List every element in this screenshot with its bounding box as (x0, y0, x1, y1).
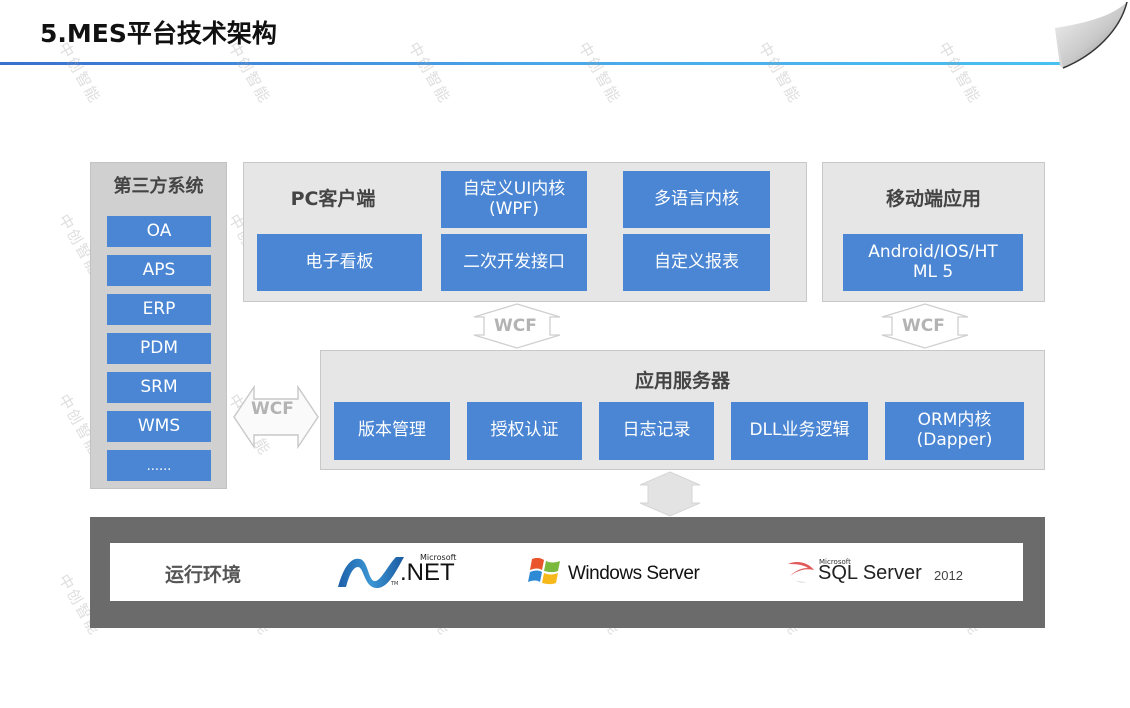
module-line: 自定义报表 (654, 251, 739, 272)
server-module-logging: 日志记录 (599, 402, 714, 460)
dotnet-wave-icon (338, 557, 404, 589)
module-line: 二次开发接口 (463, 251, 565, 272)
pc-client-title: PC客户端 (290, 188, 376, 210)
module-line: (WPF) (488, 198, 540, 219)
windows-server-logo: Windows Server (528, 556, 728, 590)
module-line: 多语言内核 (654, 188, 739, 209)
module-line: 授权认证 (490, 420, 559, 441)
module-line: ORM内核 (917, 410, 992, 431)
sql-server-logo: Microsoft SQL Server 2012 (786, 556, 986, 590)
pc-module-dev-interface: 二次开发接口 (441, 234, 587, 291)
watermark: 中创智能 (754, 39, 805, 107)
pc-module-dashboard: 电子看板 (257, 234, 422, 291)
module-line: (Dapper) (916, 430, 993, 450)
module-line: Android/IOS/HT (868, 241, 998, 262)
wcf-horizontal-arrow-icon (233, 384, 319, 450)
module-line: 日志记录 (622, 420, 691, 441)
third-party-title: 第三方系统 (113, 176, 204, 197)
third-party-item: PDM (107, 333, 211, 364)
page-title: 5.MES平台技术架构 (40, 19, 277, 48)
server-module-version: 版本管理 (334, 402, 450, 460)
dotnet-brand: Microsoft (420, 553, 457, 562)
watermark: 中创智能 (404, 39, 455, 107)
module-line: 版本管理 (358, 420, 426, 441)
runtime-logo-strip (110, 543, 1023, 601)
dotnet-name: .NET (400, 559, 455, 586)
third-party-item: APS (107, 255, 211, 286)
third-party-item: ...... (107, 450, 211, 481)
sql-brand: Microsoft (819, 558, 851, 566)
server-module-auth: 授权认证 (467, 402, 582, 460)
wcf-vertical-arrow-icon (881, 303, 969, 349)
dotnet-logo: TM Microsoft .NET (336, 553, 476, 593)
sql-server-icon (788, 562, 814, 583)
pc-module-multilang: 多语言内核 (623, 171, 770, 228)
app-server-title: 应用服务器 (634, 370, 730, 392)
watermark: 中创智能 (574, 39, 625, 107)
runtime-label: 运行环境 (165, 564, 242, 586)
title-underline (0, 62, 1060, 65)
server-module-orm: ORM内核(Dapper) (885, 402, 1024, 460)
third-party-item: WMS (107, 411, 211, 442)
windows-flag-icon (528, 557, 560, 585)
module-line: DLL业务逻辑 (749, 420, 850, 441)
module-line: 自定义UI内核 (462, 178, 566, 199)
windows-server-name: Windows Server (568, 563, 700, 584)
mobile-title: 移动端应用 (885, 188, 981, 210)
sql-name: SQL Server (818, 562, 922, 584)
pc-module-custom-ui: 自定义UI内核(WPF) (441, 171, 587, 228)
dotnet-tm: TM (391, 581, 399, 587)
wcf-label-left: WCF (251, 399, 294, 419)
server-module-business-logic: DLL业务逻辑 (731, 402, 868, 460)
watermark: 中创智能 (934, 39, 985, 107)
third-party-item: ERP (107, 294, 211, 325)
wcf-label-pc: WCF (494, 316, 537, 336)
sql-version: 2012 (934, 568, 963, 583)
pc-module-custom-report: 自定义报表 (623, 234, 770, 291)
third-party-item: OA (107, 216, 211, 247)
page-curl-icon (1055, 1, 1128, 69)
updown-arrow-icon (639, 471, 701, 517)
module-line: ML 5 (912, 261, 954, 282)
wcf-label-mobile: WCF (902, 316, 945, 336)
wcf-vertical-arrow-icon (473, 303, 561, 349)
module-line: 电子看板 (305, 251, 374, 272)
third-party-item: SRM (107, 372, 211, 403)
